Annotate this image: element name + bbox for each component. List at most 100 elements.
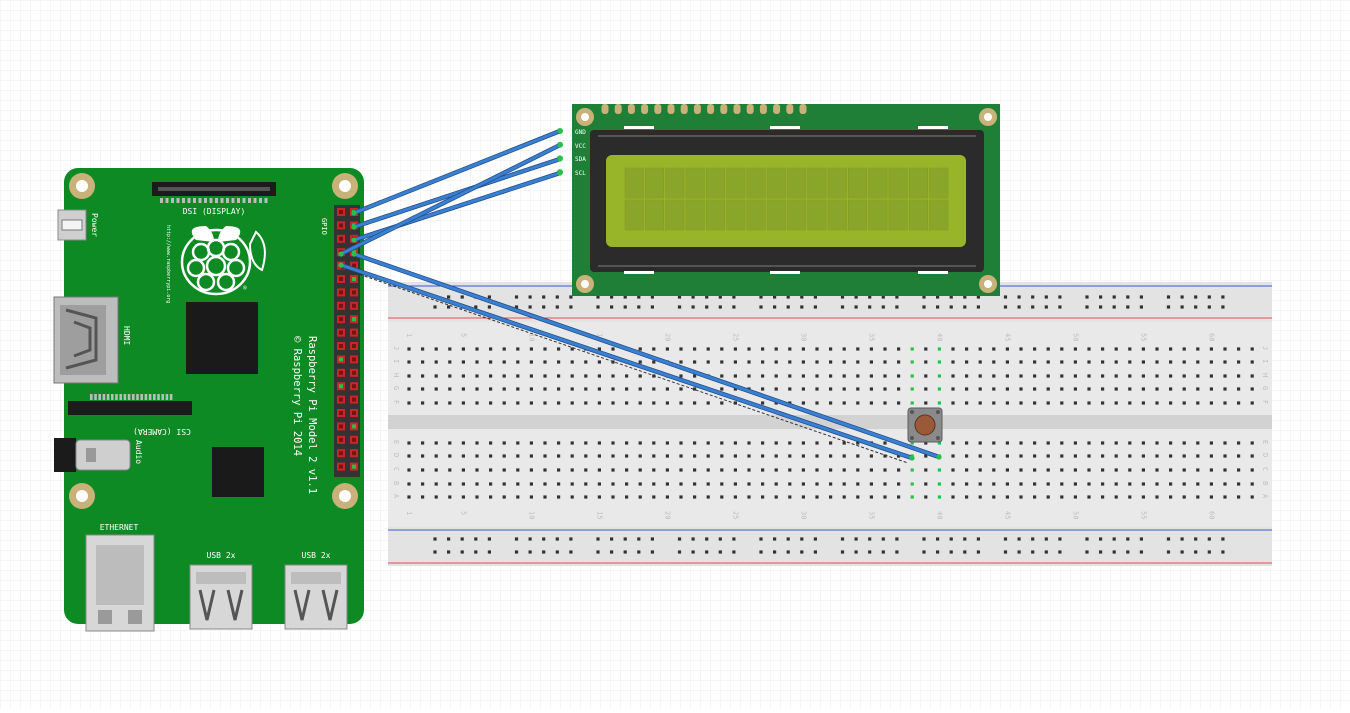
rail-hole (1166, 537, 1171, 541)
rail-hole (868, 295, 872, 299)
lcd-cell (908, 167, 928, 199)
breadboard-hole (761, 482, 765, 486)
breadboard-hole (978, 401, 982, 405)
breadboard-hole (434, 360, 438, 364)
breadboard-hole (733, 360, 737, 364)
breadboard-hole (1223, 468, 1227, 472)
csi-label: CSI (CAMERA) (133, 427, 191, 436)
rail-hole (623, 295, 627, 299)
breadboard-hole (1128, 387, 1132, 391)
breadboard-hole (951, 454, 955, 458)
breadboard-hole (584, 495, 588, 499)
rail-hole (868, 305, 872, 309)
breadboard-hole (801, 360, 805, 364)
breadboard-hole (965, 482, 969, 486)
csi-pin (140, 394, 143, 400)
column-number-top: 25 (731, 333, 739, 341)
rail-hole (677, 305, 682, 309)
breadboard-hole (951, 482, 955, 486)
rail-hole (854, 305, 858, 309)
column-number-bottom: 45 (1003, 511, 1011, 519)
gpio-pin-center (339, 277, 343, 281)
breadboard-hole (951, 360, 955, 364)
wire-end-icon (338, 251, 344, 257)
breadboard-hole (978, 441, 982, 445)
gpio-pin-center (352, 303, 356, 308)
breadboard-hole (679, 347, 683, 351)
breadboard-hole (910, 347, 914, 351)
rail-hole (691, 305, 695, 309)
breadboard-hole (842, 468, 846, 472)
breadboard-hole (1250, 482, 1254, 486)
gpio-pin-center (352, 277, 356, 281)
rail-hole (691, 295, 695, 299)
gpio-pin-center (352, 263, 356, 268)
breadboard-hole (407, 495, 411, 499)
breadboard-hole (1141, 468, 1145, 472)
rail-hole (555, 295, 559, 299)
breadboard-hole (1101, 454, 1105, 458)
breadboard-hole (1019, 454, 1023, 458)
breadboard-hole (1101, 347, 1105, 351)
breadboard-hole (679, 387, 683, 391)
rail-hole (854, 537, 858, 541)
breadboard-hole (597, 374, 601, 378)
rail-hole (732, 537, 736, 541)
breadboard-hole (924, 360, 928, 364)
breadboard-hole (584, 482, 588, 486)
gpio-pin-center (339, 303, 343, 308)
breadboard-hole (788, 374, 792, 378)
breadboard-hole (638, 468, 642, 472)
breadboard-hole (706, 495, 710, 499)
rail-hole (1058, 295, 1062, 299)
breadboard-hole (1060, 360, 1064, 364)
rail-hole (759, 305, 763, 309)
lcd-cell (685, 167, 705, 199)
jumper-wire (352, 157, 562, 229)
rail-hole (487, 537, 491, 541)
dsi-pin (253, 198, 257, 203)
breadboard-hole (774, 468, 778, 472)
breadboard-hole (856, 347, 860, 351)
breadboard-hole (693, 387, 697, 391)
breadboard-hole (883, 468, 887, 472)
breadboard-hole (502, 454, 506, 458)
breadboard-hole (597, 468, 601, 472)
breadboard-hole (1019, 468, 1023, 472)
breadboard-hole (897, 347, 901, 351)
breadboard-hole (407, 468, 411, 472)
breadboard-hole (679, 482, 683, 486)
breadboard-hole (733, 454, 737, 458)
breadboard-hole (570, 441, 574, 445)
breadboard-hole (788, 347, 792, 351)
lcd-header-pin (654, 104, 662, 114)
breadboard-hole (1033, 347, 1037, 351)
lcd-cell (848, 199, 868, 231)
breadboard-hole (1182, 360, 1186, 364)
breadboard-hole (434, 454, 438, 458)
breadboard-hole (638, 495, 642, 499)
breadboard-hole (475, 401, 479, 405)
lcd-cell (624, 167, 644, 199)
breadboard-hole (1196, 468, 1200, 472)
breadboard-hole (856, 468, 860, 472)
rail-hole (1085, 295, 1089, 299)
breadboard-hole (965, 495, 969, 499)
breadboard-hole (557, 482, 561, 486)
breadboard-hole (1073, 347, 1077, 351)
breadboard-hole (638, 454, 642, 458)
rail-hole (1017, 537, 1021, 541)
gpio-pin-center (339, 384, 343, 389)
breadboard-hole (1182, 495, 1186, 499)
breadboard-hole (720, 374, 724, 378)
breadboard-hole (937, 482, 941, 486)
rail-hole (596, 550, 600, 554)
breadboard-hole (1087, 374, 1091, 378)
breadboard-hole (924, 374, 928, 378)
breadboard-hole (761, 387, 765, 391)
breadboard-hole (829, 401, 833, 405)
breadboard-hole (489, 374, 493, 378)
registered-mark: ® (243, 285, 247, 292)
breadboard-hole (1114, 454, 1118, 458)
usb-label-1: USB 2x (207, 551, 236, 560)
